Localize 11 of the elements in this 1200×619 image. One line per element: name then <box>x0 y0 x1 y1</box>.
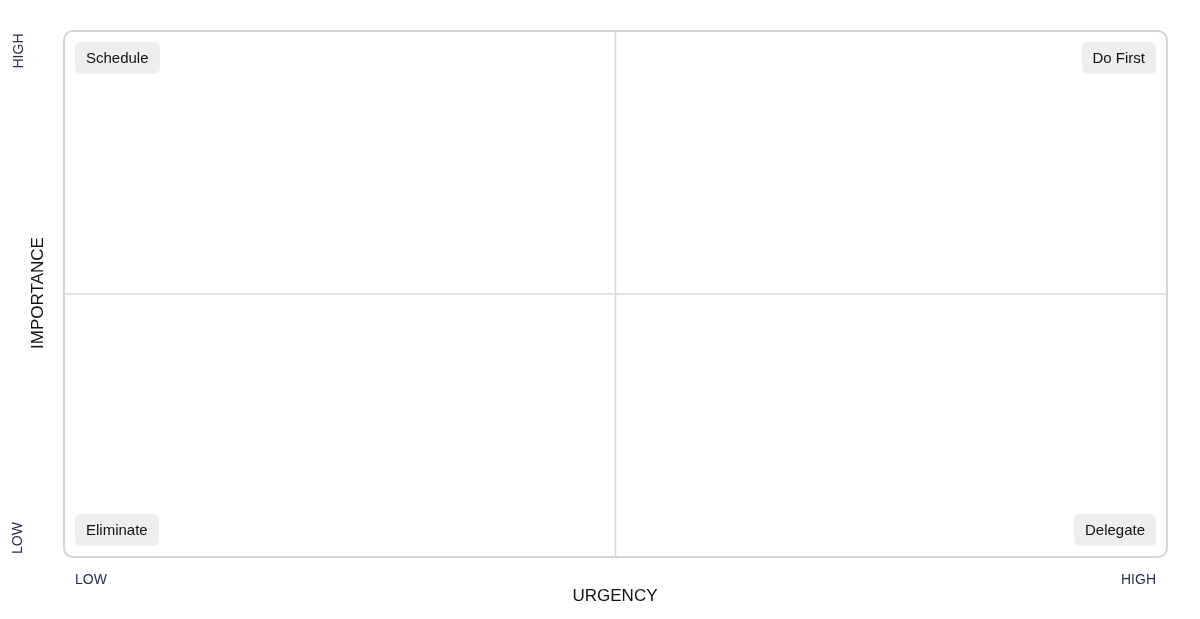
matrix-frame <box>63 30 1168 558</box>
axis-title: IMPORTANCE <box>28 237 48 349</box>
quadrant-label: Schedule <box>75 42 160 74</box>
axis-tick-label: LOW <box>75 570 107 588</box>
axis-tick-label: LOW <box>8 522 26 554</box>
quadrant-label: Eliminate <box>75 514 159 546</box>
quadrant-label: Delegate <box>1073 514 1156 546</box>
axis-tick-label: HIGH <box>1121 570 1156 588</box>
quadrant-label: Do First <box>1081 42 1156 74</box>
axis-tick-label: HIGH <box>9 33 27 69</box>
axis-title: URGENCY <box>572 586 658 606</box>
